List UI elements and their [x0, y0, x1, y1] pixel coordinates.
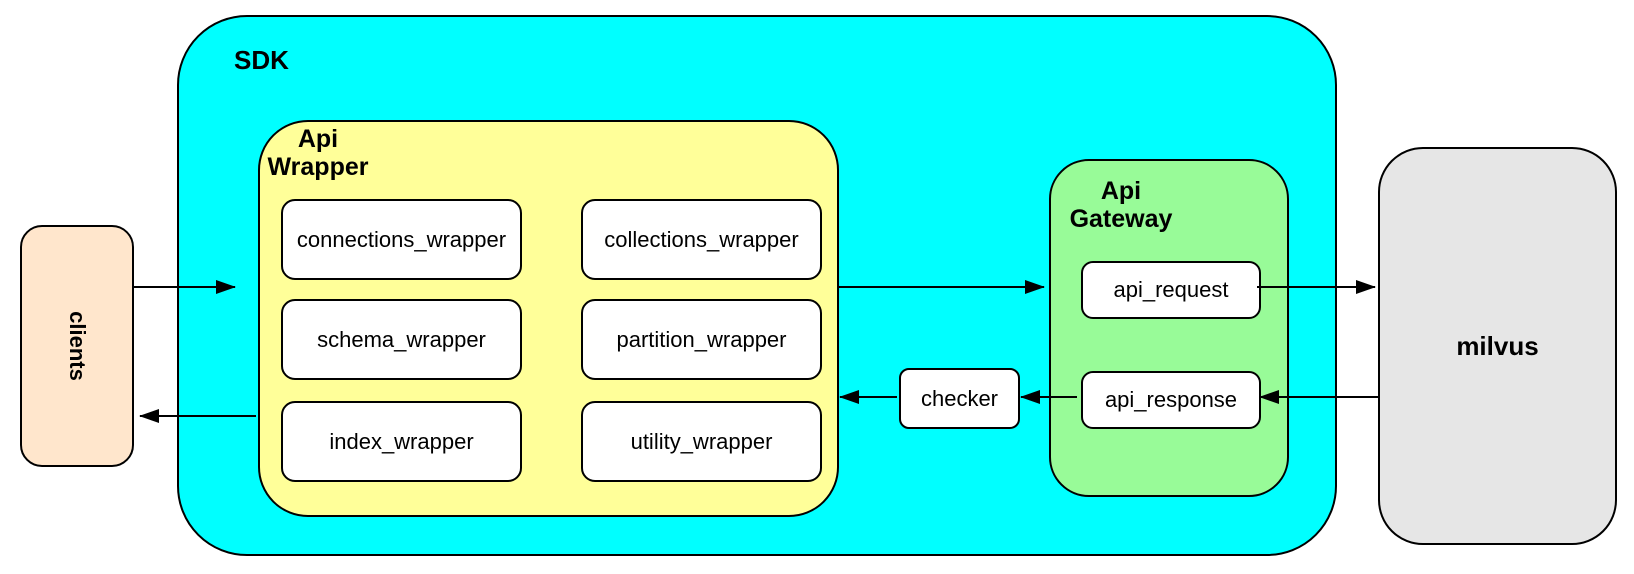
- node-api-response: api_response: [1081, 371, 1261, 429]
- schema-wrapper-label: schema_wrapper: [317, 326, 486, 352]
- node-clients: clients: [20, 225, 134, 467]
- container-api-gateway: Api Gateway api_request api_response: [1049, 159, 1289, 497]
- api-gateway-title-line2: Gateway: [1069, 205, 1173, 233]
- api-gateway-title-line1: Api: [1100, 177, 1142, 205]
- node-index-wrapper: index_wrapper: [281, 401, 522, 482]
- node-schema-wrapper: schema_wrapper: [281, 299, 522, 380]
- api-wrapper-title-line2: Wrapper: [267, 153, 369, 181]
- node-partition-wrapper: partition_wrapper: [581, 299, 822, 380]
- node-api-request: api_request: [1081, 261, 1261, 319]
- container-sdk: SDK Api Wrapper connections_wrapper coll…: [177, 15, 1337, 556]
- checker-label: checker: [920, 385, 999, 411]
- node-milvus: milvus: [1378, 147, 1617, 545]
- node-collections-wrapper: collections_wrapper: [581, 199, 822, 280]
- api-response-label: api_response: [1104, 387, 1238, 412]
- api-wrapper-title: Api Wrapper: [260, 125, 376, 181]
- api-request-label: api_request: [1113, 277, 1229, 302]
- node-connections-wrapper: connections_wrapper: [281, 199, 522, 280]
- connections-wrapper-label: connections_wrapper: [296, 226, 507, 252]
- milvus-label: milvus: [1456, 330, 1539, 361]
- sdk-label: SDK: [234, 45, 289, 75]
- node-utility-wrapper: utility_wrapper: [581, 401, 822, 482]
- clients-label: clients: [64, 311, 90, 381]
- collections-wrapper-label: collections_wrapper: [604, 226, 799, 252]
- partition-wrapper-label: partition_wrapper: [616, 326, 787, 352]
- api-wrapper-title-line1: Api: [297, 125, 339, 153]
- node-checker: checker: [899, 368, 1020, 429]
- container-api-wrapper: Api Wrapper connections_wrapper collecti…: [258, 120, 839, 517]
- api-gateway-title: Api Gateway: [1051, 177, 1191, 233]
- index-wrapper-label: index_wrapper: [329, 428, 474, 454]
- utility-wrapper-label: utility_wrapper: [630, 428, 773, 454]
